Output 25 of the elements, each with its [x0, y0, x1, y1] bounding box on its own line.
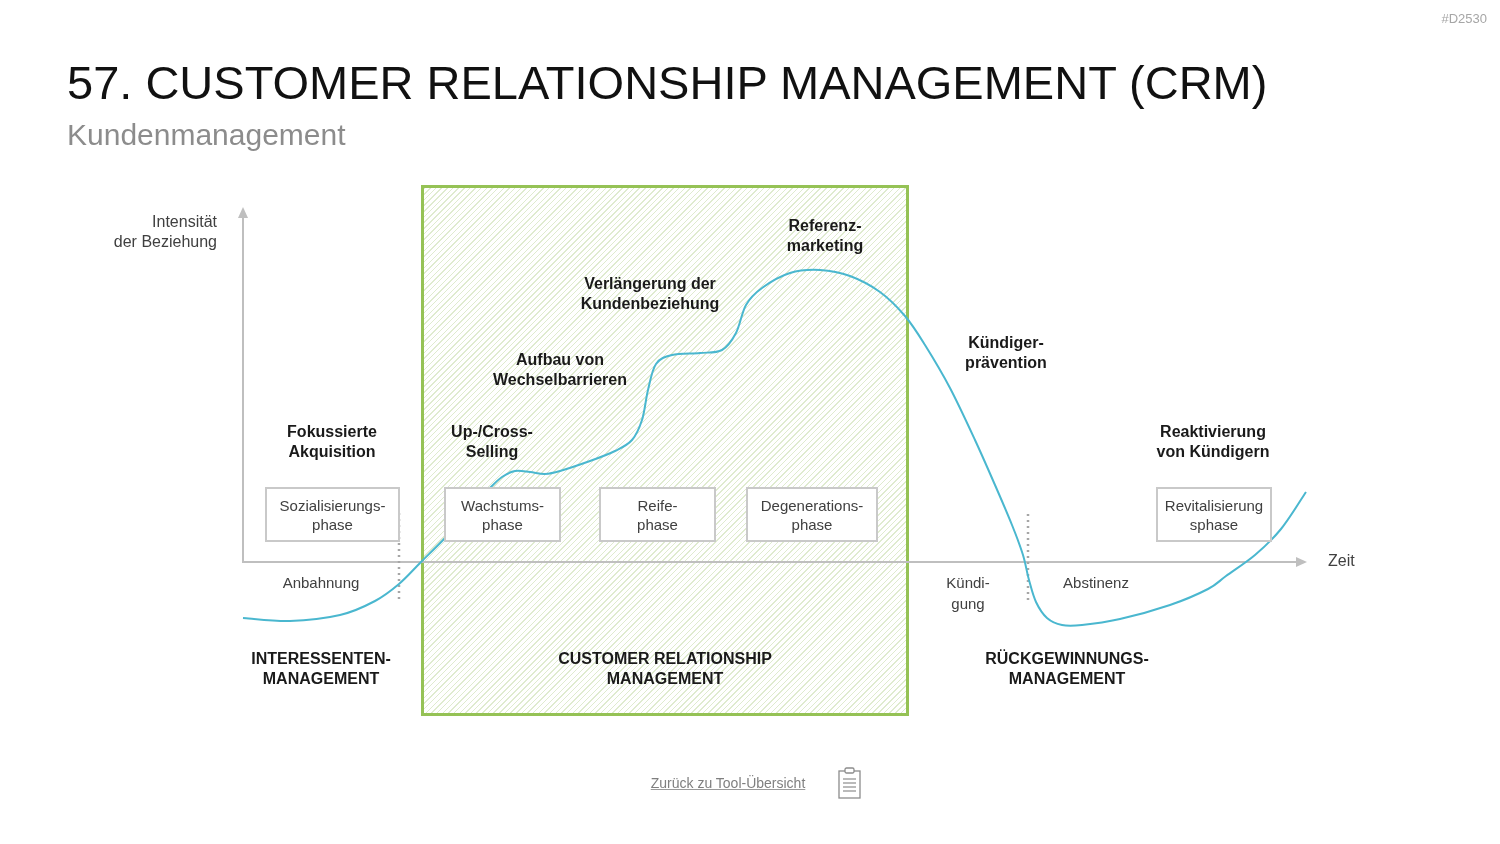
- phase-box: Sozialisierungs- phase: [265, 487, 400, 542]
- subtitle: Kundenmanagement: [67, 117, 346, 153]
- phase-box: Revitalisierung sphase: [1156, 487, 1272, 542]
- activity-label: Verlängerung der Kundenbeziehung: [580, 274, 720, 314]
- phase-box: Degenerations- phase: [746, 487, 878, 542]
- title: 57. CUSTOMER RELATIONSHIP MANAGEMENT (CRM): [67, 58, 1268, 108]
- activity-label: Aufbau von Wechselbarrieren: [493, 350, 627, 390]
- phase-box: Wachstums- phase: [444, 487, 561, 542]
- activity-label: Referenz- marketing: [786, 216, 864, 256]
- region-label: CUSTOMER RELATIONSHIP MANAGEMENT: [558, 649, 772, 689]
- section-label: RÜCKGEWINNUNGS- MANAGEMENT: [985, 649, 1149, 689]
- hatched-region: [421, 185, 909, 716]
- back-link: Zurück zu Tool-Übersicht: [650, 774, 806, 792]
- stage-label: Anbahnung: [282, 573, 360, 593]
- axis-label: Zeit: [1328, 551, 1355, 571]
- activity-label: Reaktivierung von Kündigern: [1156, 422, 1270, 462]
- activity-label: Kündiger- prävention: [965, 333, 1047, 373]
- section-label: INTERESSENTEN- MANAGEMENT: [251, 649, 391, 689]
- stage-label: Kündi- gung: [946, 573, 990, 614]
- slide-code: #D2530: [1441, 11, 1487, 27]
- stage-label: Abstinenz: [1063, 573, 1129, 593]
- activity-label: Up-/Cross- Selling: [451, 422, 533, 462]
- activity-label: Fokussierte Akquisition: [287, 422, 377, 462]
- axis-label: Intensität der Beziehung: [113, 212, 217, 252]
- phase-box: Reife- phase: [599, 487, 716, 542]
